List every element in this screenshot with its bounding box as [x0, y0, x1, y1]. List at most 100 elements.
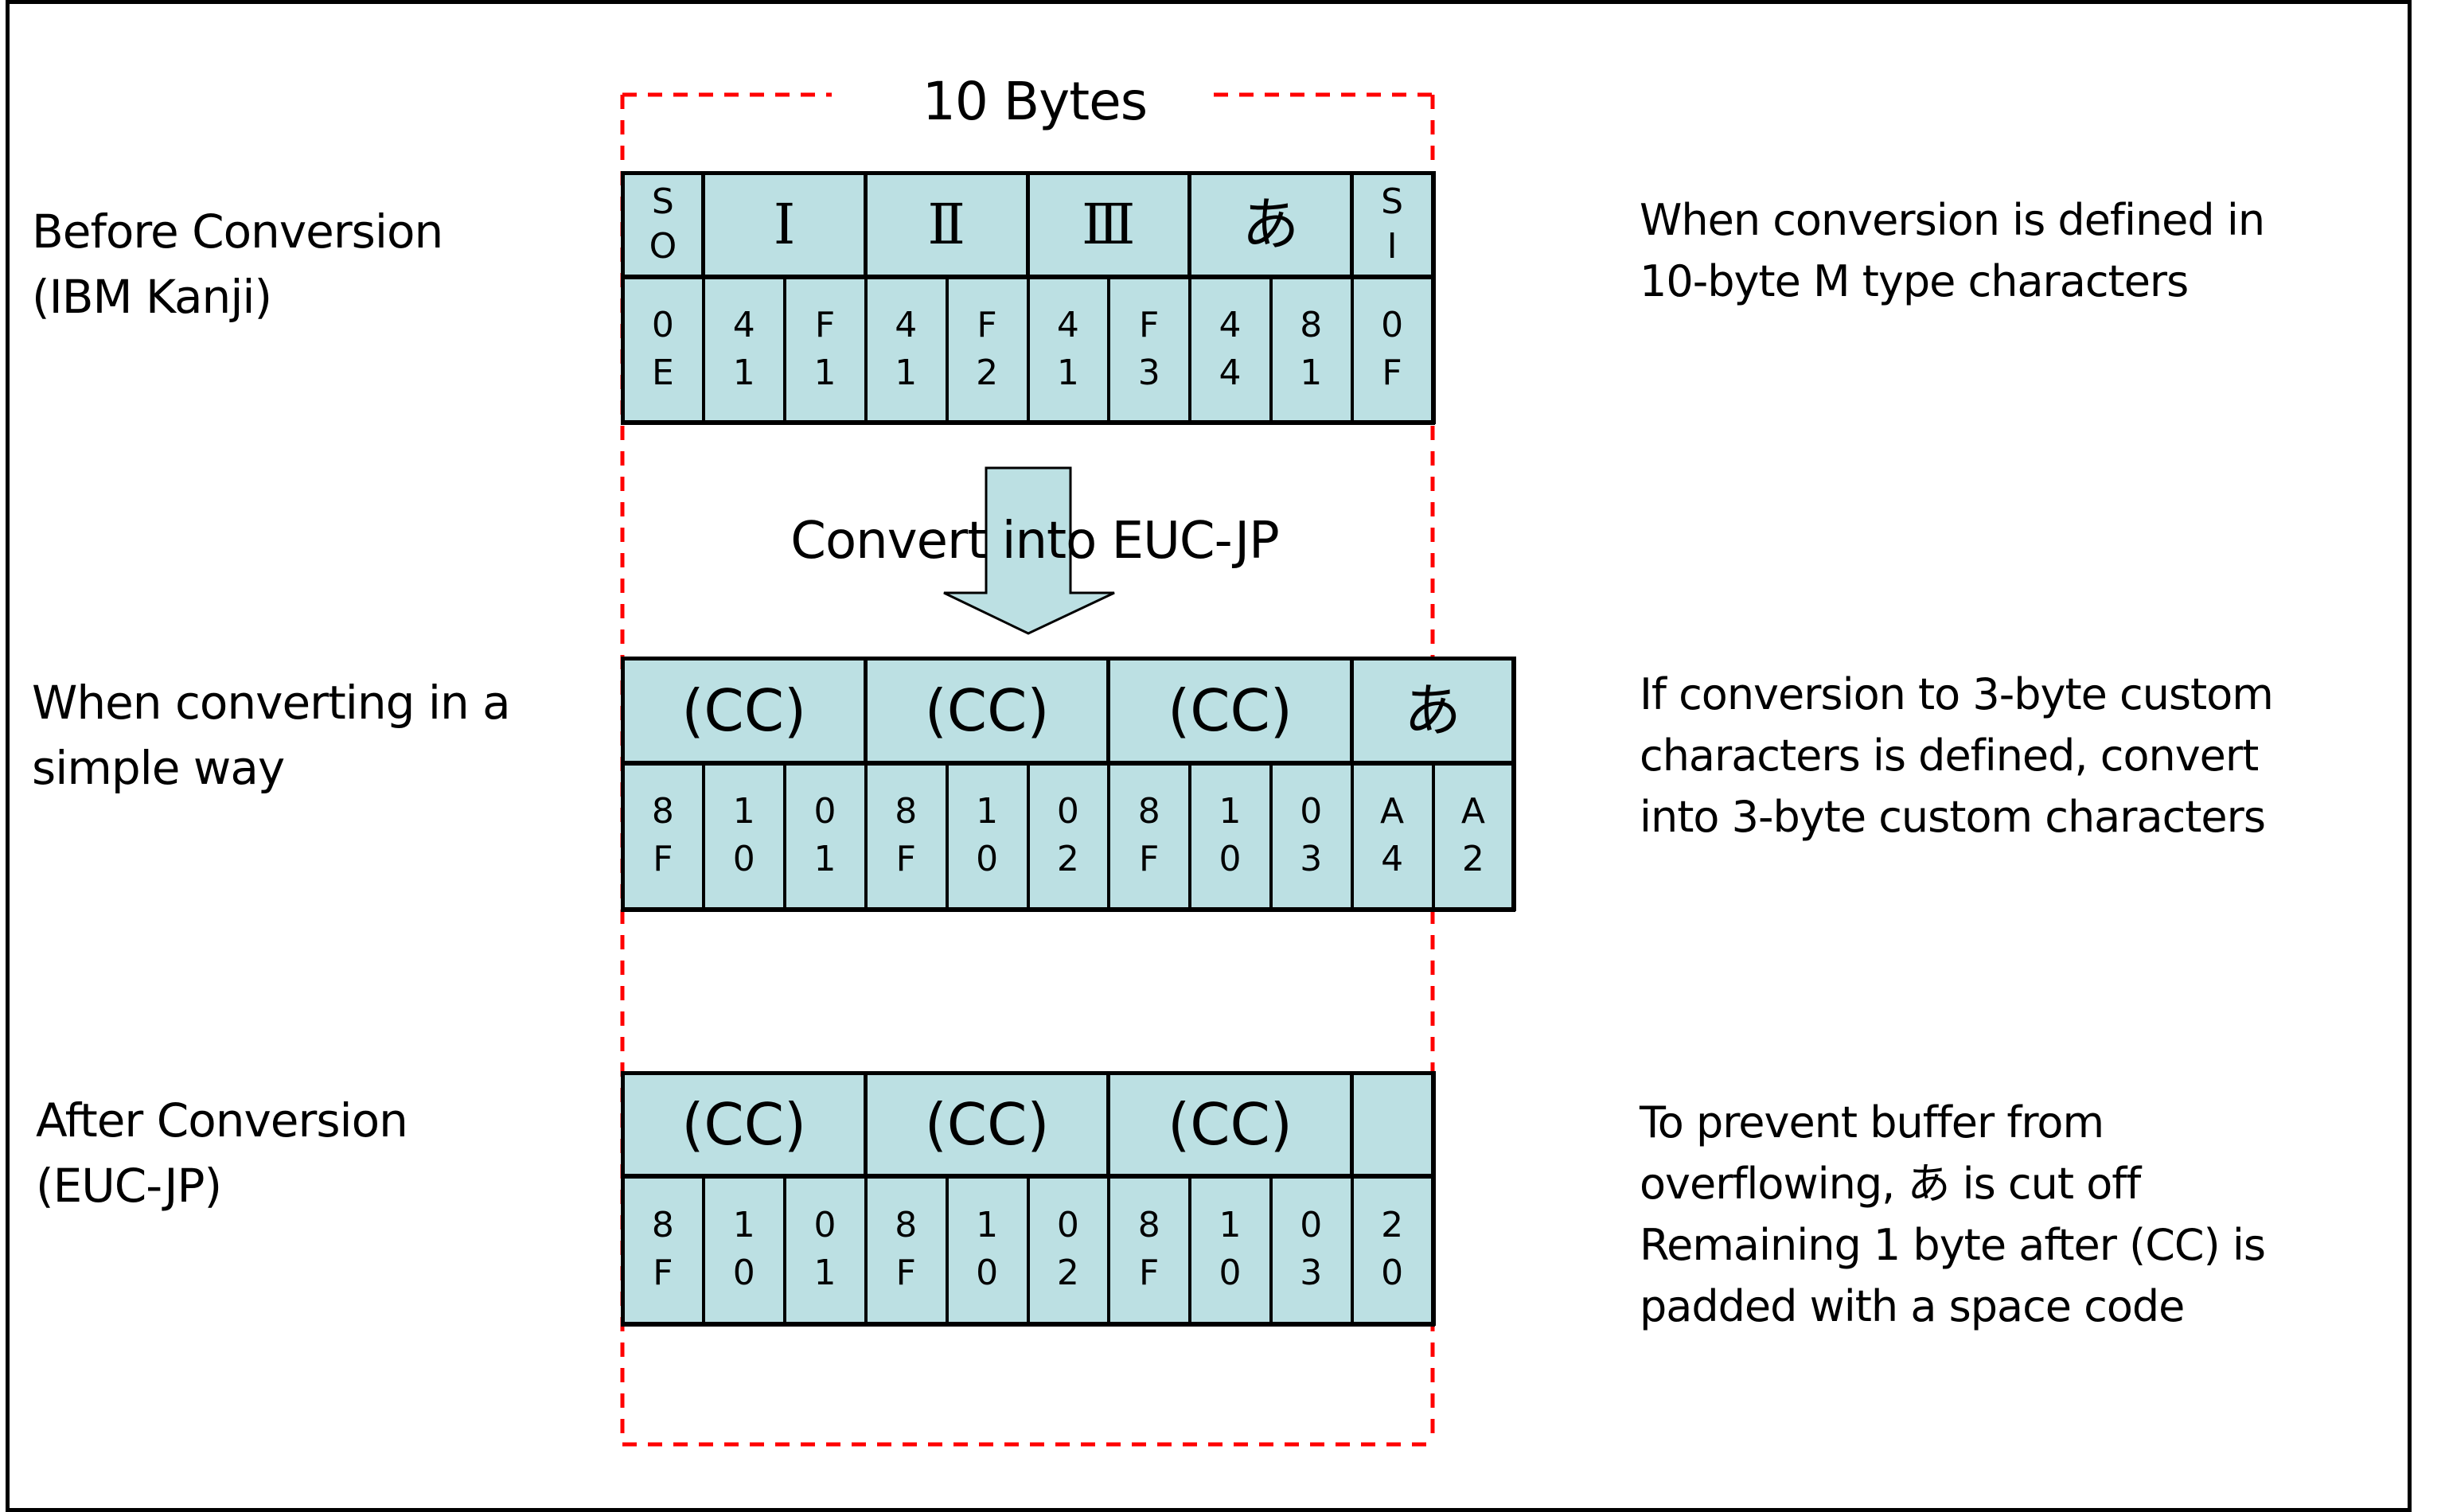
byte-hex-value: 0 3: [1300, 791, 1323, 879]
byte-cell: 0 1: [784, 1175, 866, 1323]
byte-divider: [1269, 276, 1273, 422]
char-cell: (CC): [622, 1073, 866, 1175]
byte-hex-value: 4 1: [732, 304, 755, 393]
byte-divider: [1026, 762, 1030, 909]
char-cell: (CC): [1108, 1073, 1352, 1175]
convert-arrow-label: Convert into EUC-JP: [790, 512, 1279, 571]
byte-hex-value: F 3: [1137, 304, 1160, 393]
byte-hex-value: 2 0: [1381, 1205, 1404, 1293]
byte-hex-value: 1 0: [732, 791, 755, 879]
char-label: Ⅲ: [1082, 192, 1136, 257]
char-divider: [1349, 173, 1354, 276]
byte-cell: F 3: [1108, 276, 1190, 422]
byte-divider: [702, 762, 706, 909]
byte-divider: [1269, 762, 1273, 909]
row-label-before: Before Conversion (IBM Kanji): [32, 205, 443, 324]
byte-hex-value: 0 E: [651, 304, 674, 393]
block-border-bottom: [620, 906, 1516, 912]
byte-cell: 1 0: [1189, 1175, 1271, 1323]
block-border-left: [620, 656, 625, 911]
byte-cell: 0 2: [1028, 1175, 1109, 1323]
char-divider: [701, 173, 706, 276]
byte-divider: [864, 762, 868, 909]
char-cell: (CC): [865, 1073, 1109, 1175]
byte-divider: [783, 762, 787, 909]
block-row-divider: [622, 274, 1433, 279]
byte-divider: [864, 276, 868, 422]
byte-divider: [783, 1175, 787, 1323]
byte-hex-value: 1 0: [1219, 1205, 1242, 1293]
byte-cell: A 2: [1433, 762, 1514, 909]
byte-cell: F 2: [946, 276, 1028, 422]
block-border-left: [620, 170, 625, 424]
row-note-before: When conversion is defined in 10-byte M …: [1640, 195, 2265, 306]
char-divider: [863, 1073, 868, 1175]
byte-divider: [1026, 276, 1030, 422]
byte-divider: [1269, 1175, 1273, 1323]
byte-cell: 8 F: [622, 1175, 704, 1323]
byte-cell: 1 0: [946, 762, 1028, 909]
byte-divider: [702, 1175, 706, 1323]
byte-hex-value: F 1: [813, 304, 836, 393]
byte-cell: 0 2: [1028, 762, 1109, 909]
byte-cell: 8 F: [1108, 762, 1190, 909]
byte-divider: [783, 276, 787, 422]
block-border-right: [1430, 1070, 1436, 1326]
byte-cell: 0 E: [622, 276, 704, 422]
char-cell: [1351, 1073, 1433, 1175]
byte-hex-value: 1 0: [1219, 791, 1242, 879]
byte-cell: 2 0: [1351, 1175, 1433, 1323]
byte-hex-value: 1 0: [732, 1205, 755, 1293]
byte-hex-value: 8 F: [895, 1205, 918, 1293]
byte-hex-value: 8 1: [1300, 304, 1323, 393]
byte-cell: 0 3: [1270, 1175, 1352, 1323]
block-border-right: [1430, 170, 1436, 424]
char-label: Ⅱ: [927, 192, 965, 257]
char-cell: あ: [1351, 658, 1514, 762]
char-label: (CC): [1168, 676, 1293, 744]
char-divider: [1106, 658, 1111, 762]
char-divider: [863, 658, 868, 762]
char-cell: (CC): [622, 658, 866, 762]
char-label: あ: [1403, 676, 1461, 744]
char-cell: Ⅱ: [865, 173, 1028, 276]
byte-hex-value: 0 1: [813, 1205, 836, 1293]
byte-cell: 4 1: [865, 276, 947, 422]
byte-cell: 8 1: [1270, 276, 1352, 422]
byte-cell: 0 3: [1270, 762, 1352, 909]
byte-hex-value: F 2: [976, 304, 999, 393]
byte-hex-value: A 4: [1380, 791, 1405, 879]
diagram-frame: [6, 0, 2412, 1512]
char-divider: [863, 173, 868, 276]
block-border-top: [620, 1070, 1435, 1075]
ten-bytes-label: 10 Bytes: [922, 71, 1148, 132]
byte-hex-value: 8 F: [651, 1205, 674, 1293]
byte-divider: [1107, 276, 1111, 422]
byte-divider: [1350, 276, 1354, 422]
byte-cell: 0 F: [1351, 276, 1433, 422]
char-cell: Ⅲ: [1028, 173, 1190, 276]
byte-cell: 1 0: [703, 762, 785, 909]
byte-hex-value: 0 1: [813, 791, 836, 879]
byte-hex-value: 0 2: [1056, 791, 1079, 879]
block-border-top: [620, 170, 1435, 175]
char-divider: [1025, 173, 1030, 276]
byte-divider: [1026, 1175, 1030, 1323]
row-note-after: To prevent buffer from overflowing, あ is…: [1640, 1097, 2266, 1331]
byte-hex-value: 4 1: [1056, 304, 1079, 393]
byte-divider: [1188, 276, 1192, 422]
byte-divider: [864, 1175, 868, 1323]
byte-hex-value: 8 F: [895, 791, 918, 879]
byte-divider: [1431, 762, 1435, 909]
byte-divider: [1350, 762, 1354, 909]
row-label-after: After Conversion (EUC-JP): [36, 1093, 408, 1213]
byte-hex-value: 0 3: [1300, 1205, 1323, 1293]
char-label: あ: [1242, 191, 1300, 258]
char-cell: Ⅰ: [703, 173, 866, 276]
byte-divider: [945, 762, 949, 909]
byte-hex-value: 8 F: [1137, 1205, 1160, 1293]
char-label: (CC): [924, 676, 1050, 744]
byte-cell: 4 1: [1028, 276, 1109, 422]
